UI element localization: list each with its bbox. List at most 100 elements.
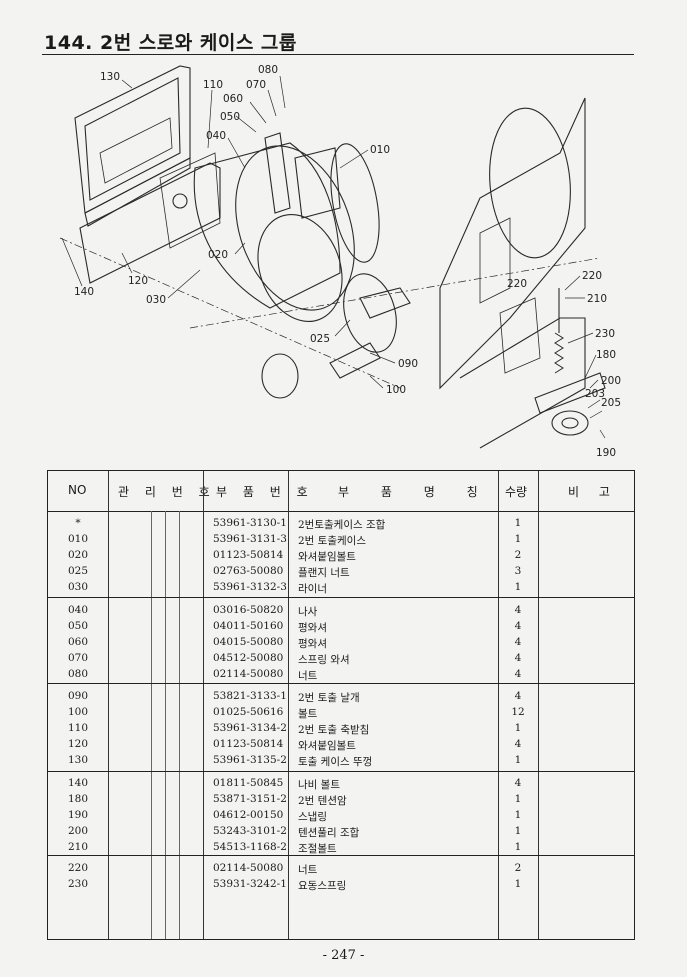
row-no: 110	[67, 722, 89, 734]
row-no: 090	[67, 690, 89, 702]
row-part-no: 53961-3131-3	[213, 533, 287, 545]
header-part-name: 부 품 명 칭	[338, 485, 492, 499]
row-no: 060	[67, 636, 89, 648]
callout-label: 190	[596, 447, 616, 459]
row-qty: 1	[514, 581, 522, 593]
diagram-drawing: 130 110 080 070 060 050 040 010 020 030 …	[59, 64, 621, 459]
row-no: 070	[67, 652, 89, 664]
row-qty: 2	[514, 862, 522, 874]
row-no: 230	[67, 878, 89, 890]
row-qty: 1	[514, 517, 522, 529]
row-qty: 1	[514, 878, 522, 890]
header-part-no: 부 품 번 호	[216, 485, 314, 499]
callout-label: 070	[246, 79, 266, 91]
callout-label: 220	[507, 278, 527, 290]
row-part-name: 너트	[298, 670, 318, 682]
row-qty: 12	[511, 706, 525, 718]
row-qty: 1	[514, 841, 522, 853]
callout-label: 120	[128, 275, 148, 287]
column-divider	[165, 511, 166, 939]
table-row: 200 53243-3101-2 텐션풀리 조합 1	[48, 825, 634, 841]
cover-panel-outline	[74, 65, 191, 214]
row-qty: 3	[514, 565, 522, 577]
row-part-name: 스프링 와셔	[298, 654, 350, 666]
row-part-name: 조절볼트	[298, 843, 337, 855]
row-no: 190	[67, 809, 89, 821]
row-part-no: 03016-50820	[213, 604, 284, 616]
row-part-name: 토출 케이스 뚜껑	[298, 756, 373, 768]
group-divider	[48, 683, 634, 684]
callout-label: 205	[601, 397, 621, 409]
row-no: 210	[67, 841, 89, 853]
row-part-name: 플랜지 너트	[298, 567, 350, 579]
row-part-name: 나비 볼트	[298, 779, 340, 791]
row-qty: 1	[514, 533, 522, 545]
row-part-no: 02114-50080	[213, 668, 284, 680]
row-part-no: 53243-3101-2	[213, 825, 287, 837]
row-qty: 4	[514, 604, 522, 616]
row-part-no: 02763-50080	[213, 565, 284, 577]
callout-label: 210	[587, 293, 607, 305]
row-part-name: 볼트	[298, 708, 318, 720]
row-qty: 1	[514, 825, 522, 837]
row-part-name: 2번 텐션암	[298, 795, 347, 807]
column-divider	[203, 471, 204, 939]
column-divider	[288, 471, 289, 939]
row-part-no: 01025-50616	[213, 706, 284, 718]
table-header: NO 관 리 번 호 부 품 번 호 부 품 명 칭 수량 비 고	[48, 471, 634, 512]
row-qty: 2	[514, 549, 522, 561]
header-quantity: 수량	[505, 485, 528, 499]
row-part-no: 04015-50080	[213, 636, 284, 648]
row-part-no: 01123-50814	[213, 738, 284, 750]
row-qty: 4	[514, 620, 522, 632]
callout-label: 203	[585, 388, 605, 400]
row-no: 080	[67, 668, 89, 680]
row-part-name: 스냅링	[298, 811, 327, 823]
group-divider	[48, 855, 634, 856]
row-part-no: 04011-50160	[213, 620, 284, 632]
callout-label: 100	[386, 384, 406, 396]
row-no: 040	[67, 604, 89, 616]
row-part-no: 04612-00150	[213, 809, 284, 821]
row-part-name: 너트	[298, 864, 318, 876]
row-no: 025	[67, 565, 89, 577]
page-number: - 247 -	[322, 948, 365, 963]
callout-label: 060	[223, 93, 243, 105]
row-qty: 1	[514, 793, 522, 805]
row-part-name: 텐션풀리 조합	[298, 827, 360, 839]
row-part-no: 53821-3133-1	[213, 690, 287, 702]
row-no: 200	[67, 825, 89, 837]
row-no: 050	[67, 620, 89, 632]
row-part-no: 53961-3135-2	[213, 754, 287, 766]
column-divider	[538, 471, 539, 939]
callout-label: 130	[100, 71, 120, 83]
callout-label: 040	[206, 130, 226, 142]
callout-label: 180	[596, 349, 616, 361]
row-part-no: 53961-3130-1	[213, 517, 287, 529]
row-part-no: 53871-3151-2	[213, 793, 287, 805]
row-qty: 1	[514, 754, 522, 766]
header-remarks: 비 고	[568, 485, 618, 499]
callout-label: 010	[370, 144, 390, 156]
row-no: 010	[67, 533, 89, 545]
row-part-name: 2번 토출 축받침	[298, 724, 370, 736]
row-part-no: 53961-3132-3	[213, 581, 287, 593]
row-part-no: 01811-50845	[213, 777, 284, 789]
column-divider	[151, 511, 152, 939]
parts-table: NO 관 리 번 호 부 품 번 호 부 품 명 칭 수량 비 고 *53961…	[47, 470, 635, 940]
callout-label: 230	[595, 328, 615, 340]
row-no: 020	[67, 549, 89, 561]
